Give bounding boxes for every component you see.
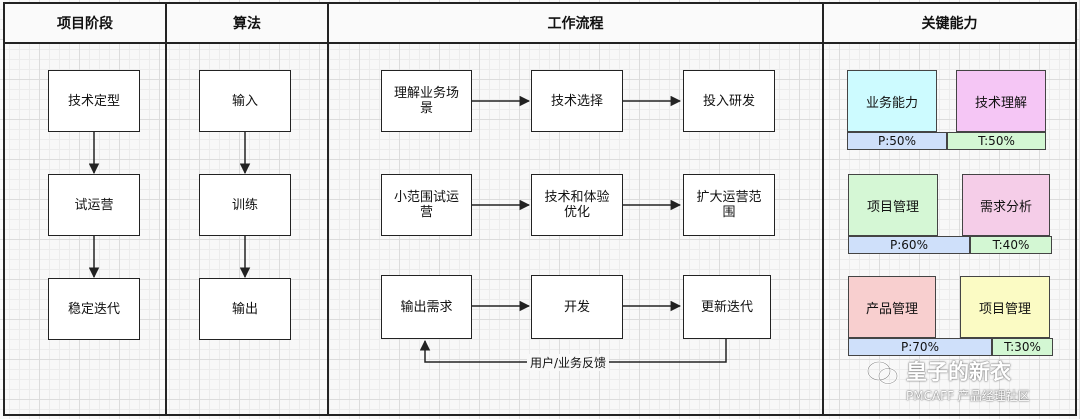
node-input: 输入 <box>199 70 291 132</box>
node-invest-rd: 投入研发 <box>683 70 775 132</box>
node-output-requirements: 输出需求 <box>381 275 472 339</box>
wechat-logo-icon <box>867 361 898 385</box>
capability-tech-understanding: 技术理解 <box>956 70 1046 132</box>
lane-header-algorithm: 算法 <box>167 4 327 44</box>
node-tech-ux-optimize: 技术和体验优化 <box>531 174 623 236</box>
node-stable-iteration: 稳定迭代 <box>48 278 140 340</box>
node-develop: 开发 <box>531 275 623 339</box>
capability-project-management: 项目管理 <box>848 174 938 236</box>
node-update-iterate: 更新迭代 <box>683 275 771 339</box>
capability-project-management-2: 项目管理 <box>960 276 1050 338</box>
node-trial-operation: 试运营 <box>48 174 140 236</box>
p-ratio-segment: P:60% <box>848 236 970 254</box>
watermark: 皇子的新衣 PMCAFF 产品经理社区 <box>866 356 1076 416</box>
p-ratio-segment: P:70% <box>848 338 992 356</box>
t-ratio-segment: T:50% <box>947 132 1046 150</box>
feedback-label: 用户/业务反馈 <box>527 354 610 371</box>
watermark-subtitle: PMCAFF 产品经理社区 <box>906 389 1030 403</box>
p-ratio-segment: P:50% <box>847 132 947 150</box>
node-output: 输出 <box>199 278 291 340</box>
node-training: 训练 <box>199 174 291 236</box>
lane-header-key-capability: 关键能力 <box>824 4 1075 44</box>
t-ratio-segment: T:40% <box>970 236 1052 254</box>
lane-header-workflow: 工作流程 <box>329 4 822 44</box>
node-understand-scenario: 理解业务场景 <box>381 70 472 132</box>
capability-product-management: 产品管理 <box>848 276 936 338</box>
capability-business: 业务能力 <box>847 70 937 132</box>
node-tech-selection: 技术选择 <box>531 70 623 132</box>
node-tech-finalize: 技术定型 <box>48 70 140 132</box>
node-expand-operation: 扩大运营范围 <box>683 174 775 236</box>
t-ratio-segment: T:30% <box>992 338 1053 356</box>
lane-key-capability: 关键能力 <box>822 2 1077 416</box>
capability-requirement-analysis: 需求分析 <box>962 174 1050 236</box>
lane-header-project-stage: 项目阶段 <box>5 4 165 44</box>
watermark-title: 皇子的新衣 <box>906 360 1011 384</box>
node-small-trial: 小范围试运营 <box>381 174 472 236</box>
